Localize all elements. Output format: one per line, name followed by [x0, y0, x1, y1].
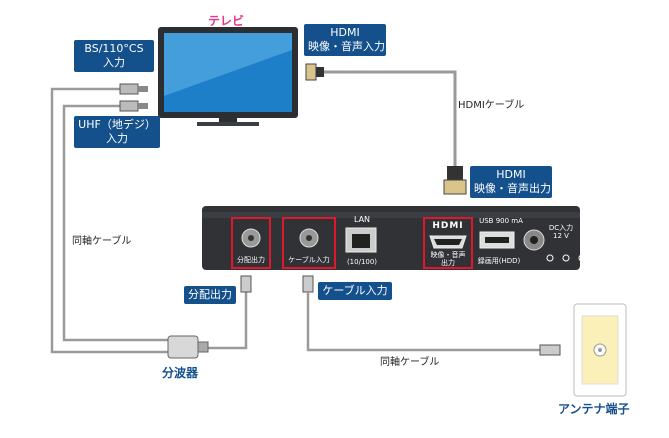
plug-antenna	[539, 344, 561, 356]
tv-illustration	[158, 27, 298, 126]
uhf-input-label: UHF（地デジ） 入力	[74, 116, 160, 148]
device-port-split-out-label: 分配出力	[237, 256, 265, 264]
cable-in-callout: ケーブル入力	[318, 282, 392, 300]
split-out-callout: 分配出力	[184, 286, 236, 304]
f-connector-cable-in	[299, 228, 319, 248]
device-hdmi-port-line1: 映像・音声	[430, 251, 466, 259]
dc-port	[523, 229, 545, 251]
highlight-cable-in	[282, 217, 336, 269]
hdmi-cable	[322, 70, 457, 166]
device-dc-line2: 12 V	[553, 232, 569, 240]
device-lan-label: LAN	[353, 215, 371, 224]
device-dc-line1: DC入力	[548, 224, 574, 232]
device-body	[202, 206, 580, 270]
bs-cs-input-label: BS/110°CS 入力	[74, 40, 154, 72]
lan-port	[345, 227, 377, 253]
hdmi-plug-device	[443, 179, 467, 195]
dc-polarity-symbol	[546, 254, 586, 262]
coax-cable-left	[50, 87, 248, 354]
f-plug-bs	[119, 83, 148, 95]
device-dc-label: DC入力 12 V	[546, 224, 576, 240]
uhf-line1: UHF（地デジ）	[78, 118, 156, 131]
usb-port	[479, 231, 515, 249]
plug-split-out	[240, 275, 252, 293]
uhf-line2: 入力	[106, 132, 128, 145]
highlight-split-out	[231, 217, 271, 269]
device-usb-label: USB 900 mA	[479, 217, 523, 225]
hdmi-plug-tv	[305, 63, 317, 81]
f-plug-uhf	[119, 100, 148, 112]
tv-title: テレビ	[208, 14, 245, 28]
hdmi-input-line1: HDMI	[330, 26, 360, 39]
highlight-hdmi-out	[423, 217, 473, 269]
hdmi-port	[429, 235, 467, 249]
hdmi-output-label: HDMI 映像・音声出力	[470, 166, 552, 198]
device-hdmi-logo: HDMI	[432, 221, 464, 231]
device-port-cable-in-label: ケーブル入力	[288, 256, 330, 264]
device-hdmi-port-label: 映像・音声 出力	[426, 251, 470, 267]
f-connector-split-out	[241, 228, 261, 248]
hdmi-plug-device-body	[447, 166, 463, 180]
plug-cable-in	[302, 275, 314, 293]
hdmi-output-line1: HDMI	[496, 168, 526, 181]
hdmi-output-line2: 映像・音声出力	[474, 182, 551, 195]
antenna-wall-plate	[573, 303, 627, 397]
hdmi-input-label: HDMI 映像・音声入力	[304, 24, 386, 56]
bs-cs-line1: BS/110°CS	[84, 42, 144, 55]
hdmi-input-line2: 映像・音声入力	[308, 40, 385, 53]
splitter-title: 分波器	[162, 366, 199, 380]
bs-cs-line2: 入力	[103, 56, 125, 69]
device-hdmi-port-line2: 出力	[441, 259, 455, 267]
antenna-title: アンテナ端子	[558, 402, 630, 416]
coax-cable-bottom-label: 同軸ケーブル	[380, 357, 440, 368]
coax-cable-bottom	[306, 292, 540, 352]
splitter-illustration	[167, 335, 209, 359]
device-hdd-label: 録画用(HDD)	[477, 257, 521, 265]
hdmi-plug-tv-body	[316, 67, 324, 77]
hdmi-cable-label: HDMIケーブル	[458, 100, 525, 111]
coax-cable-left-label: 同軸ケーブル	[72, 236, 132, 247]
device-lan-speed: (10/100)	[346, 258, 378, 266]
